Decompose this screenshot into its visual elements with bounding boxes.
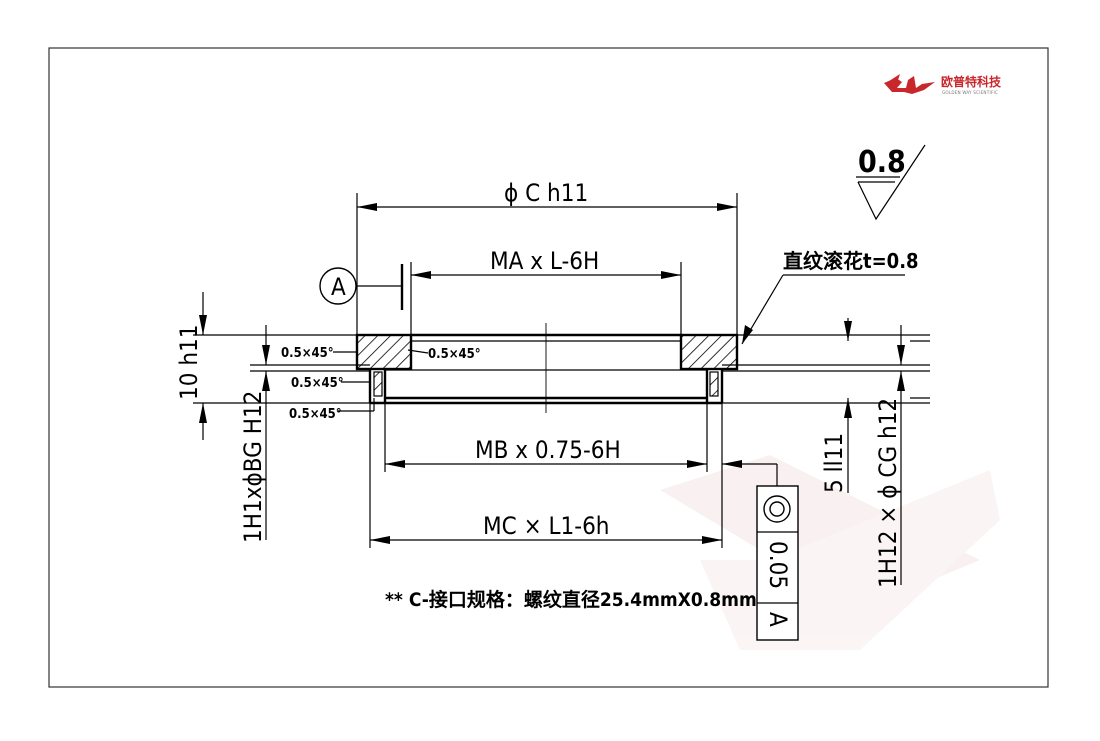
dim-height-left: 10 h11 (175, 292, 207, 440)
logo-name-cn: 欧普特科技 (941, 74, 1002, 89)
logo-mark-icon (884, 74, 935, 94)
chamfer-labels: 0.5×45° 0.5×45° 0.5×45° 0.5×45° (281, 346, 481, 422)
tolerance-value: 0.05 (764, 541, 792, 589)
tolerance-datum: A (764, 612, 792, 627)
drawing-border (48, 47, 1049, 688)
surface-finish-symbol: 0.8 (856, 144, 926, 221)
dim-bore-left: 1H1xϕBG H12 (239, 325, 270, 543)
top-diameter-label: ϕ C h11 (504, 179, 588, 207)
dim-thread-ma: MA x L-6H (410, 247, 682, 335)
datum-a-marker: A (319, 264, 404, 310)
chamfer-4-label: 0.5×45° (289, 407, 342, 422)
tolerance-frame: 0.05 A (756, 485, 799, 641)
surface-finish-value: 0.8 (858, 145, 906, 180)
chamfer-3-label: 0.5×45° (291, 376, 344, 391)
knurl-label: 直纹滚花t=0.8 (783, 249, 919, 273)
thread-ma-label: MA x L-6H (490, 247, 599, 275)
company-logo: 欧普特科技 GOLDEN WAY SCIENTIFIC (884, 74, 1002, 96)
dim-depth-right: 5 ll11 (820, 318, 852, 493)
height-left-label: 10 h11 (175, 325, 203, 400)
chamfer-1-label: 0.5×45° (281, 346, 334, 361)
logo-name-en: GOLDEN WAY SCIENTIFIC (942, 90, 998, 96)
part-section (193, 323, 930, 413)
chamfer-2-label: 0.5×45° (428, 347, 481, 362)
spec-note: ** C-接口规格：螺纹直径25.4mmX0.8mm (385, 588, 757, 611)
tolerance-leader (722, 460, 778, 486)
thread-mb-label: MB x 0.75-6H (475, 436, 621, 464)
hatch-right (679, 333, 739, 371)
dim-top-diameter: ϕ C h11 (356, 179, 738, 335)
depth-right-label: 5 ll11 (820, 433, 848, 493)
dim-thread-mc: MC × L1-6h (369, 403, 723, 548)
knurl-callout: 直纹滚花t=0.8 (741, 249, 919, 345)
thread-mc-label: MC × L1-6h (483, 512, 610, 540)
dim-bore-right: 1H12 × ϕ CG h12 (874, 325, 905, 588)
bore-left-label: 1H1xϕBG H12 (239, 391, 267, 543)
bore-right-label: 1H12 × ϕ CG h12 (874, 398, 902, 588)
hatch-left (355, 333, 413, 371)
concentricity-icon (763, 495, 791, 523)
datum-a-label: A (331, 273, 346, 301)
dim-thread-mb: MB x 0.75-6H (384, 403, 708, 472)
